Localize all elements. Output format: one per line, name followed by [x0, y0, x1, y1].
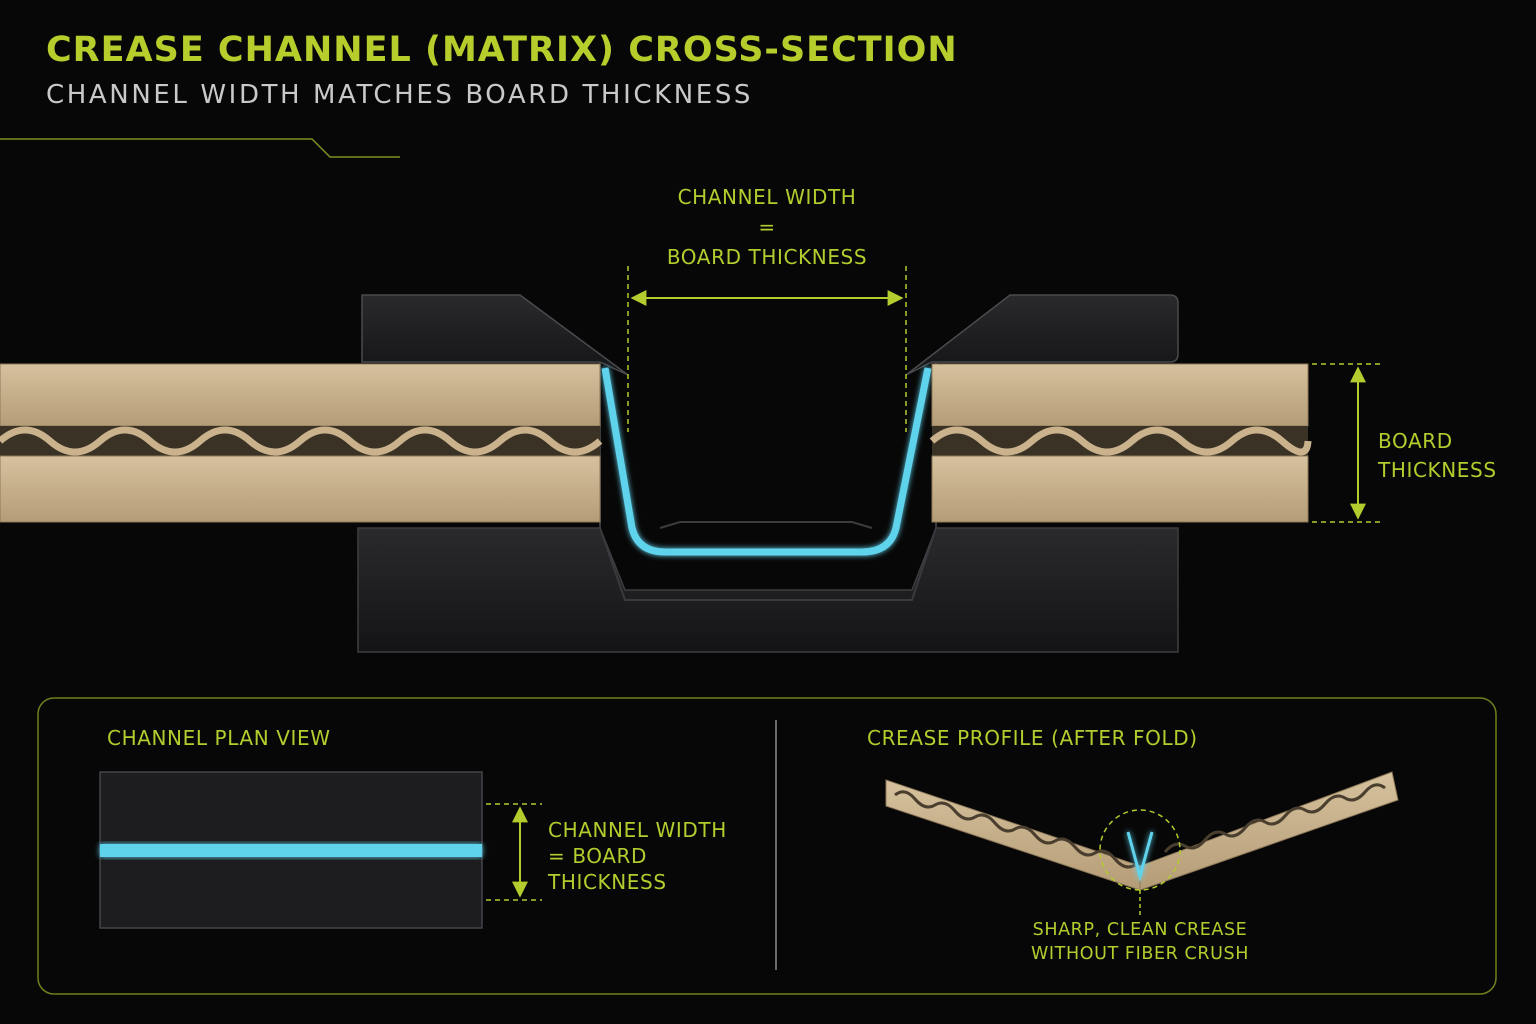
plan-view-die [99, 771, 483, 929]
bottom-panel [37, 697, 1497, 995]
equals-sign: = [758, 215, 776, 239]
channel-width-label: CHANNEL WIDTH [677, 185, 857, 209]
crease-note-line1: SHARP, CLEAN CREASE [1032, 920, 1248, 940]
crease-highlight-circle [1099, 809, 1181, 891]
header-rule [0, 138, 400, 158]
board-thickness-label: BOARD THICKNESS [666, 245, 868, 269]
page-subtitle: CHANNEL WIDTH MATCHES BOARD THICKNESS [46, 80, 754, 110]
upper-die-left [361, 294, 629, 376]
channel-liner-glow [601, 367, 932, 556]
upper-die-right [905, 294, 1179, 376]
plan-label-line2: = BOARD [548, 844, 648, 868]
crease-note-line2: WITHOUT FIBER CRUSH [1030, 944, 1250, 964]
plan-label-line1: CHANNEL WIDTH [548, 818, 727, 842]
page-title: CREASE CHANNEL (MATRIX) CROSS-SECTION [46, 30, 958, 70]
plan-view-title: CHANNEL PLAN VIEW [107, 726, 331, 750]
board-right [929, 363, 1312, 523]
channel-floor [659, 521, 873, 529]
folded-board [885, 771, 1399, 891]
side-thickness-label-line2: THICKNESS [1378, 458, 1497, 482]
side-thickness-label-line1: BOARD [1378, 429, 1453, 453]
board-left [0, 363, 603, 523]
plan-label-line3: THICKNESS [548, 870, 667, 894]
matrix-channel-wall [599, 362, 937, 601]
matrix-block [357, 527, 1179, 653]
crease-profile-title: CREASE PROFILE (AFTER FOLD) [867, 726, 1198, 750]
